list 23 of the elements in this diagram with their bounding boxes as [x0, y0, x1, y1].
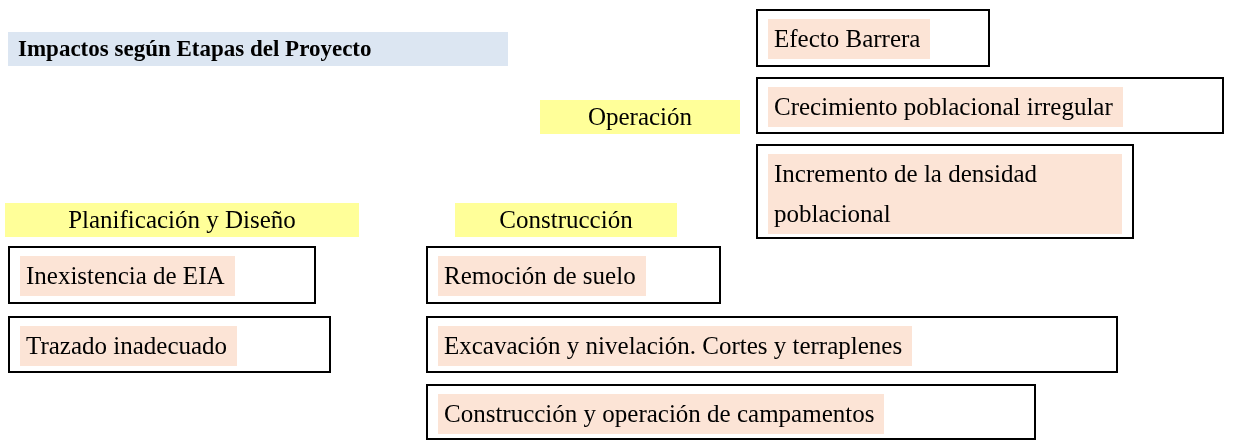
impact-box [756, 9, 990, 67]
stage-band [5, 203, 359, 237]
impact-box [756, 77, 1224, 134]
impact-box [8, 316, 331, 373]
stage-label: Planificación y Diseño [68, 206, 296, 234]
impact-text: Efecto Barrera [768, 19, 931, 59]
impact-box [426, 316, 1118, 373]
stage-band [455, 203, 677, 237]
impact-text: Trazado inadecuado [20, 326, 238, 366]
stage-label: Construcción [499, 206, 633, 234]
diagram-title: Impactos según Etapas del Proyecto [8, 32, 508, 66]
impact-text: Remoción de suelo [438, 256, 646, 296]
impact-box [426, 246, 721, 304]
impact-box [8, 246, 316, 304]
stage-band [540, 100, 740, 134]
impact-box [756, 144, 1134, 239]
impact-text: Incremento de la densidad poblacional [768, 154, 1122, 234]
impact-box [426, 384, 1036, 440]
stage-label: Operación [587, 103, 693, 131]
impact-text: Inexistencia de EIA [20, 256, 235, 296]
impact-text: Construcción y operación de campamentos [438, 394, 885, 434]
impact-text: Excavación y nivelación. Cortes y terraplenes [438, 326, 913, 366]
impact-text: Crecimiento poblacional irregular [768, 87, 1123, 127]
